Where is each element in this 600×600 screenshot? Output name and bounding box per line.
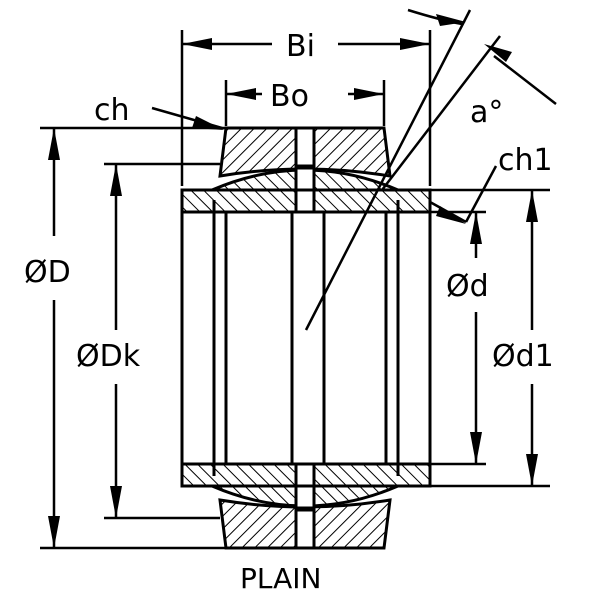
label-seal-type: PLAIN — [240, 562, 321, 595]
label-sphere-diameter: ØDk — [76, 339, 141, 374]
dimension-bi — [180, 30, 432, 186]
dimension-bo — [224, 80, 386, 126]
label-ch: ch — [94, 93, 130, 128]
dimension-sphere-diameter — [104, 162, 220, 520]
leader-ch — [151, 106, 224, 130]
angle-indicator — [304, 8, 557, 331]
label-outer-diameter: ØD — [24, 255, 71, 290]
dimension-outer-diameter — [40, 126, 226, 550]
label-ch1: ch1 — [498, 143, 553, 178]
label-angle: a° — [470, 95, 503, 130]
label-bi: Bi — [286, 29, 315, 64]
label-inner-ring-diameter: Ød1 — [492, 339, 554, 374]
label-bore-diameter: Ød — [446, 269, 489, 304]
outer-ring-bottom-section — [218, 498, 392, 550]
label-bo: Bo — [270, 79, 309, 114]
bearing-bore — [180, 188, 432, 488]
leader-ch1 — [429, 165, 498, 224]
dimension-bore-diameter — [430, 210, 486, 466]
dimension-inner-ring-diameter — [430, 188, 550, 488]
